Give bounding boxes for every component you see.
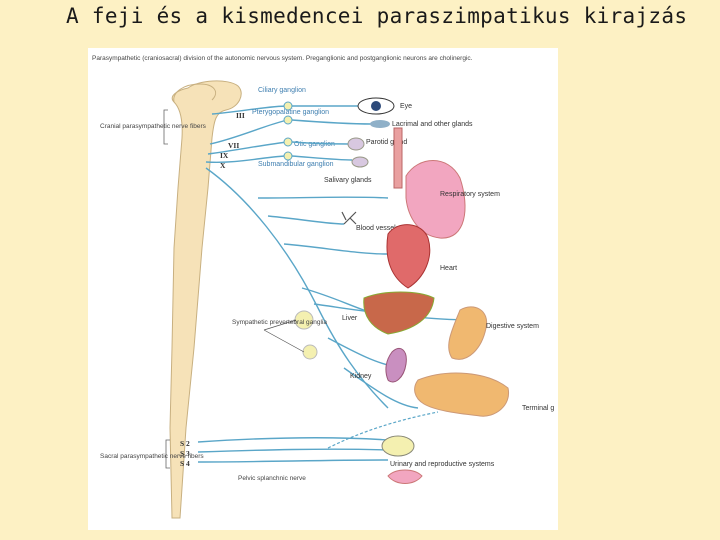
pelvic-nerve-s2 [197, 437, 389, 443]
label-terminal: Terminal g [522, 405, 554, 412]
cranial-nerve-ix: IX [220, 151, 229, 160]
label-otic-ganglion: Otic ganglion [294, 141, 335, 148]
vagus-to-kidney [327, 337, 395, 367]
vagus-to-vessels [267, 215, 345, 225]
label-sympathetic-ganglia: Sympathetic prevertebral ganglia [232, 319, 327, 326]
label-lacrimal: Lacrimal and other glands [392, 121, 473, 128]
label-heart: Heart [440, 265, 457, 272]
nerve-x [205, 155, 289, 164]
colon-icon [414, 372, 510, 417]
liver-icon [363, 291, 435, 335]
label-sacral-fibers: Sacral parasympathetic nerve fibers [100, 453, 204, 460]
ganglia-pointer [263, 319, 305, 353]
label-urinary: Urinary and reproductive systems [390, 461, 495, 468]
bladder-icon [381, 435, 415, 457]
pelvic-nerve-s4 [197, 459, 389, 463]
sacral-s2: S 2 [180, 439, 190, 448]
diagram-svg: Parasympathetic (craniosacral) division … [92, 55, 554, 519]
stomach-icon [448, 306, 488, 360]
parasympathetic-diagram: Parasympathetic (craniosacral) division … [88, 48, 558, 530]
nerve-vii [209, 119, 289, 145]
salivary-gland-icon [351, 156, 369, 168]
label-salivary: Salivary glands [324, 177, 372, 184]
reproductive-icon [387, 469, 423, 484]
cranial-nerve-iii: III [236, 111, 245, 120]
label-kidney: Kidney [350, 373, 372, 380]
label-parotid: Parotid gland [366, 139, 407, 146]
submandibular-ganglion [283, 151, 293, 161]
brain-outline [173, 83, 216, 103]
sacral-s4: S 4 [180, 459, 190, 468]
figure-caption: Parasympathetic (craniosacral) division … [92, 55, 473, 62]
label-eye: Eye [400, 103, 412, 110]
label-respiratory: Respiratory system [440, 191, 500, 198]
fiber-to-parotid [291, 141, 351, 145]
vagus-to-lungs [257, 196, 389, 199]
cranial-nerve-x: X [220, 161, 226, 170]
blood-vessels-icon [341, 211, 357, 225]
pterygopalatine-ganglion [283, 115, 293, 125]
label-cranial-fibers: Cranial parasympathetic nerve fibers [100, 123, 207, 130]
vagus-trunk [205, 167, 389, 409]
label-pterygopalatine-ganglion: Pterygopalatine ganglion [252, 109, 329, 116]
label-liver: Liver [342, 315, 358, 322]
slide-title: A feji és a kismedencei paraszimpatikus … [66, 4, 688, 28]
heart-icon [386, 224, 431, 289]
vagus-to-heart [283, 243, 389, 255]
pelvic-to-colon [327, 411, 439, 449]
label-digestive: Digestive system [486, 323, 539, 330]
label-pelvic: Pelvic splanchnic nerve [238, 475, 306, 482]
fiber-to-lacrimal [291, 119, 373, 125]
nerve-iii [211, 105, 289, 115]
vagus-to-colon [343, 367, 419, 409]
pelvic-nerve-s3 [197, 448, 389, 453]
trachea-icon [393, 127, 403, 189]
lacrimal-gland-icon [370, 120, 390, 128]
nerve-ix [207, 141, 289, 155]
sacral-bracket [165, 439, 170, 469]
iris-icon [371, 101, 381, 111]
sacral-s3: S 3 [180, 449, 190, 458]
label-blood-vessels: Blood vessels [356, 225, 400, 232]
fiber-to-salivary [291, 155, 353, 161]
kidney-icon [385, 348, 407, 383]
spinal-cord [169, 80, 242, 519]
label-ciliary-ganglion: Ciliary ganglion [258, 87, 306, 94]
prevertebral-ganglion-lower [302, 344, 318, 360]
lungs-icon [405, 160, 466, 239]
otic-ganglion [283, 137, 293, 147]
cranial-bracket [163, 109, 168, 145]
parotid-gland-icon [347, 137, 365, 151]
label-submandibular-ganglion: Submandibular ganglion [258, 161, 334, 168]
cranial-nerve-vii: VII [228, 141, 239, 150]
